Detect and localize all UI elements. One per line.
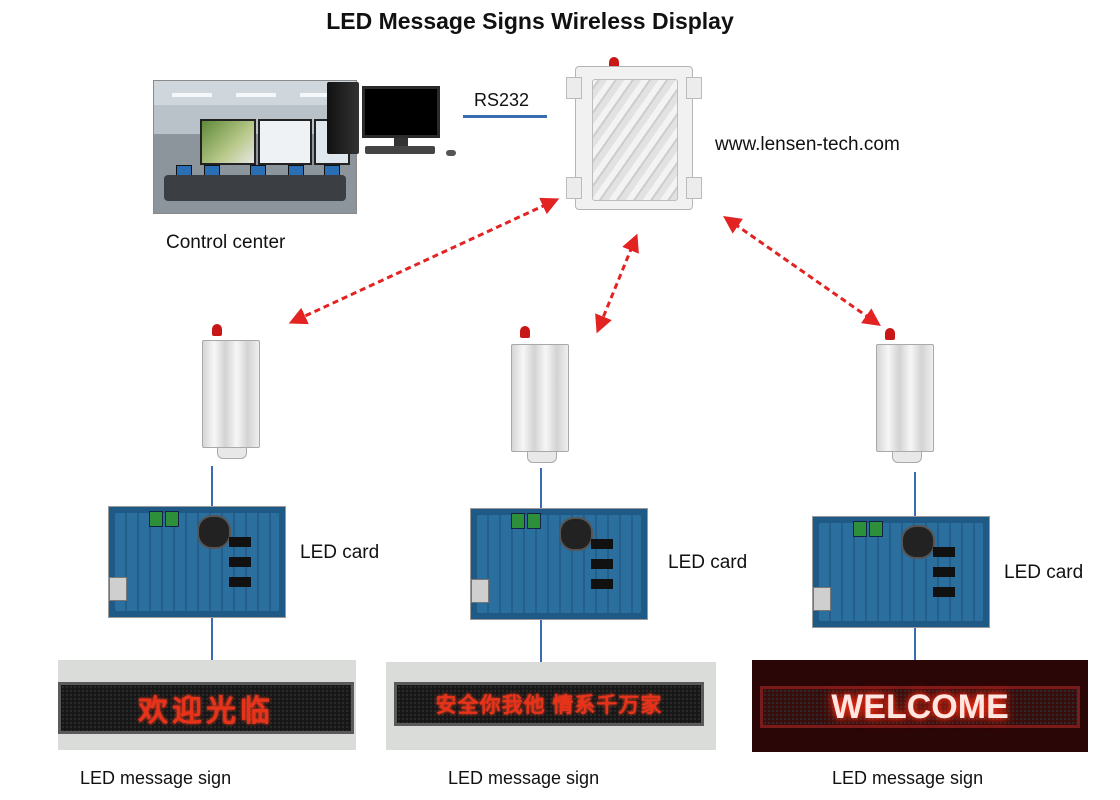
- led-card-label-1: LED card: [300, 542, 380, 563]
- control-center-label: Control center: [166, 232, 286, 253]
- computer-tower: [327, 82, 359, 154]
- rs232-label: RS232: [474, 90, 530, 110]
- wireless-module-1: [202, 340, 260, 448]
- monitor-stand: [394, 138, 408, 146]
- led-sign-text-2: 安全你我他 情系千万家: [394, 682, 704, 726]
- led-sign-text-3: WELCOME: [760, 686, 1080, 728]
- led-sign-photo-2: 安全你我他 情系千万家: [386, 662, 716, 750]
- wireless-link-left: [288, 197, 560, 325]
- module-antenna-1: [212, 324, 222, 336]
- wire-module-card-3: [914, 472, 916, 518]
- module-antenna-2: [520, 326, 530, 338]
- wireless-module-3: [876, 344, 934, 452]
- wireless-link-middle: [595, 233, 639, 334]
- rs232-cable: [463, 115, 547, 118]
- wireless-link-right: [723, 215, 881, 327]
- module-bracket-3: [892, 451, 922, 463]
- led-sign-photo-3: WELCOME: [752, 660, 1088, 752]
- led-control-card-1: [108, 506, 286, 618]
- wire-card-sign-3: [914, 628, 916, 660]
- keyboard: [365, 146, 435, 154]
- led-control-card-3: [812, 516, 990, 628]
- led-sign-text-1: 欢迎光临: [58, 682, 354, 734]
- led-card-label-3: LED card: [1004, 562, 1084, 583]
- mouse: [446, 150, 456, 156]
- wireless-gateway: [566, 66, 702, 210]
- website-label: www.lensen-tech.com: [715, 134, 900, 155]
- module-bracket-1: [217, 447, 247, 459]
- gateway-antenna: [609, 57, 619, 69]
- computer-monitor: [362, 86, 440, 138]
- led-sign-label-3: LED message sign: [832, 768, 984, 788]
- diagram-title: LED Message Signs Wireless Display: [326, 8, 734, 34]
- wire-module-card-2: [540, 468, 542, 508]
- led-sign-label-2: LED message sign: [448, 768, 600, 788]
- wire-module-card-1: [211, 466, 213, 508]
- led-sign-photo-1: 欢迎光临: [58, 660, 356, 750]
- wire-card-sign-2: [540, 620, 542, 662]
- led-sign-label-1: LED message sign: [80, 768, 232, 788]
- control-room-photo: [153, 80, 357, 214]
- led-card-label-2: LED card: [668, 552, 748, 573]
- led-control-card-2: [470, 508, 648, 620]
- wire-card-sign-1: [211, 618, 213, 662]
- wireless-module-2: [511, 344, 569, 452]
- module-bracket-2: [527, 451, 557, 463]
- module-antenna-3: [885, 328, 895, 340]
